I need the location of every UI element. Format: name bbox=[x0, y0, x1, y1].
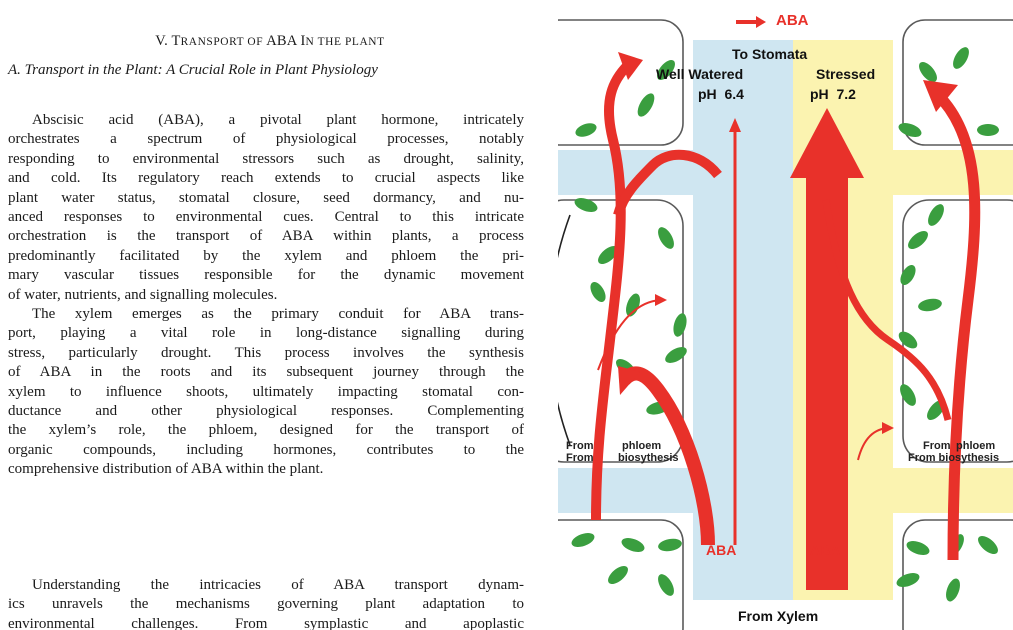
paragraph-line: predominantly facilitated by the xylem a… bbox=[8, 247, 524, 264]
paragraph-line: mary vascular tissues responsible for th… bbox=[8, 267, 524, 284]
section-title-tail: N THE PLANT bbox=[305, 36, 385, 48]
paragraph-line: organic compounds, including hormones, c… bbox=[8, 441, 524, 458]
right-small-curved-arrow bbox=[857, 422, 894, 461]
phloem-left-label: phloem bbox=[622, 440, 662, 452]
paragraph-line: The xylem emerges as the primary conduit… bbox=[32, 306, 524, 322]
from-right-label-2: From biosythesis bbox=[908, 452, 1000, 464]
section-title-initial: T bbox=[171, 33, 181, 49]
paragraph-2: The xylem emerges as the primary conduit… bbox=[8, 305, 524, 480]
paragraph-line: environmental challenges. From symplasti… bbox=[8, 615, 524, 630]
biosynthesis-left-label: biosythesis bbox=[618, 452, 679, 464]
aba-stressed-label: ABA bbox=[810, 542, 841, 558]
phloem-right-label: phloem bbox=[956, 440, 996, 452]
right-phloem-arrow bbox=[934, 91, 981, 561]
paragraph-line: responding to environmental stressors su… bbox=[8, 150, 524, 167]
ph-well-watered-label: pH 6.4 bbox=[698, 86, 744, 102]
left-phloem-arrow bbox=[591, 61, 632, 521]
cell-middle-right bbox=[902, 199, 1013, 463]
section-numeral: V. bbox=[155, 33, 168, 49]
paragraph-line: stress, particularly drought. This proce… bbox=[8, 344, 524, 361]
paragraph-line: of ABA in the roots and its subsequent j… bbox=[8, 364, 524, 381]
paragraph-1: Abscisic acid (ABA), a pivotal plant hor… bbox=[8, 111, 524, 305]
aba-well-watered-label: ABA bbox=[706, 542, 737, 558]
stressed-large-arrow-head bbox=[790, 108, 864, 178]
left-horizontal-channel-bottom bbox=[558, 468, 693, 513]
from-right-label-1: From bbox=[923, 440, 951, 452]
well-watered-label: Well Watered bbox=[656, 66, 744, 82]
section-title-aba: ABA bbox=[266, 33, 297, 49]
paragraph-line: port, playing a vital role in long-dista… bbox=[8, 325, 524, 342]
paragraph-line: comprehensive distribution of ABA within… bbox=[8, 461, 324, 478]
paragraph-line: Abscisic acid (ABA), a pivotal plant hor… bbox=[32, 112, 524, 128]
paragraph-line: Understanding the intricacies of ABA tra… bbox=[32, 577, 524, 593]
paragraph-line: plant water status, stomatal closure, se… bbox=[8, 189, 524, 206]
ph-stressed-label: pH 7.2 bbox=[810, 86, 856, 102]
section-heading: V. TRANSPORT OF ABA IN THE PLANT bbox=[8, 33, 532, 50]
right-horizontal-channel-top bbox=[893, 150, 1013, 195]
left-upper-phloem-arrow bbox=[613, 149, 722, 217]
figure-graphic bbox=[558, 16, 1013, 630]
from-left-label-1: From bbox=[566, 440, 594, 452]
paragraph-3: Understanding the intricacies of ABA tra… bbox=[8, 576, 524, 630]
aba-transport-figure: ABA To Stomata Well Watered Stressed pH … bbox=[558, 0, 1013, 630]
paragraph-line: and cold. Its regulatory reach extends t… bbox=[8, 170, 524, 187]
right-branch-arrow bbox=[822, 199, 952, 421]
paragraph-line: the xylem’s role, the phloem, designed f… bbox=[8, 422, 524, 439]
paragraph-line: anced responses to environmental cues. C… bbox=[8, 208, 524, 225]
stressed-label: Stressed bbox=[816, 66, 876, 82]
paragraph-line: xylem to influence shoots, ultimately im… bbox=[8, 383, 524, 400]
paragraph-line: orchestration is the transport of ABA wi… bbox=[8, 228, 524, 245]
from-xylem-label: From Xylem bbox=[738, 608, 819, 624]
stressed-large-arrow-shaft bbox=[806, 175, 848, 590]
paragraph-line: of water, nutrients, and signalling mole… bbox=[8, 286, 278, 303]
section-title-tail-initial: I bbox=[300, 33, 306, 49]
section-title-rest: RANSPORT OF bbox=[180, 36, 264, 48]
to-stomata-label: To Stomata bbox=[732, 46, 808, 62]
left-small-curved-arrow bbox=[597, 294, 667, 371]
subsection-heading: A. Transport in the Plant: A Crucial Rol… bbox=[8, 62, 378, 78]
guard-cell-arc bbox=[558, 214, 571, 446]
paragraph-line: ics unravels the mechanisms governing pl… bbox=[8, 596, 524, 613]
paragraph-line: orchestrates a spectrum of physiological… bbox=[8, 131, 524, 148]
legend-label: ABA bbox=[776, 12, 809, 29]
from-left-label-2: From bbox=[566, 452, 594, 464]
paragraph-line: ductance and other physiological respons… bbox=[8, 402, 524, 419]
